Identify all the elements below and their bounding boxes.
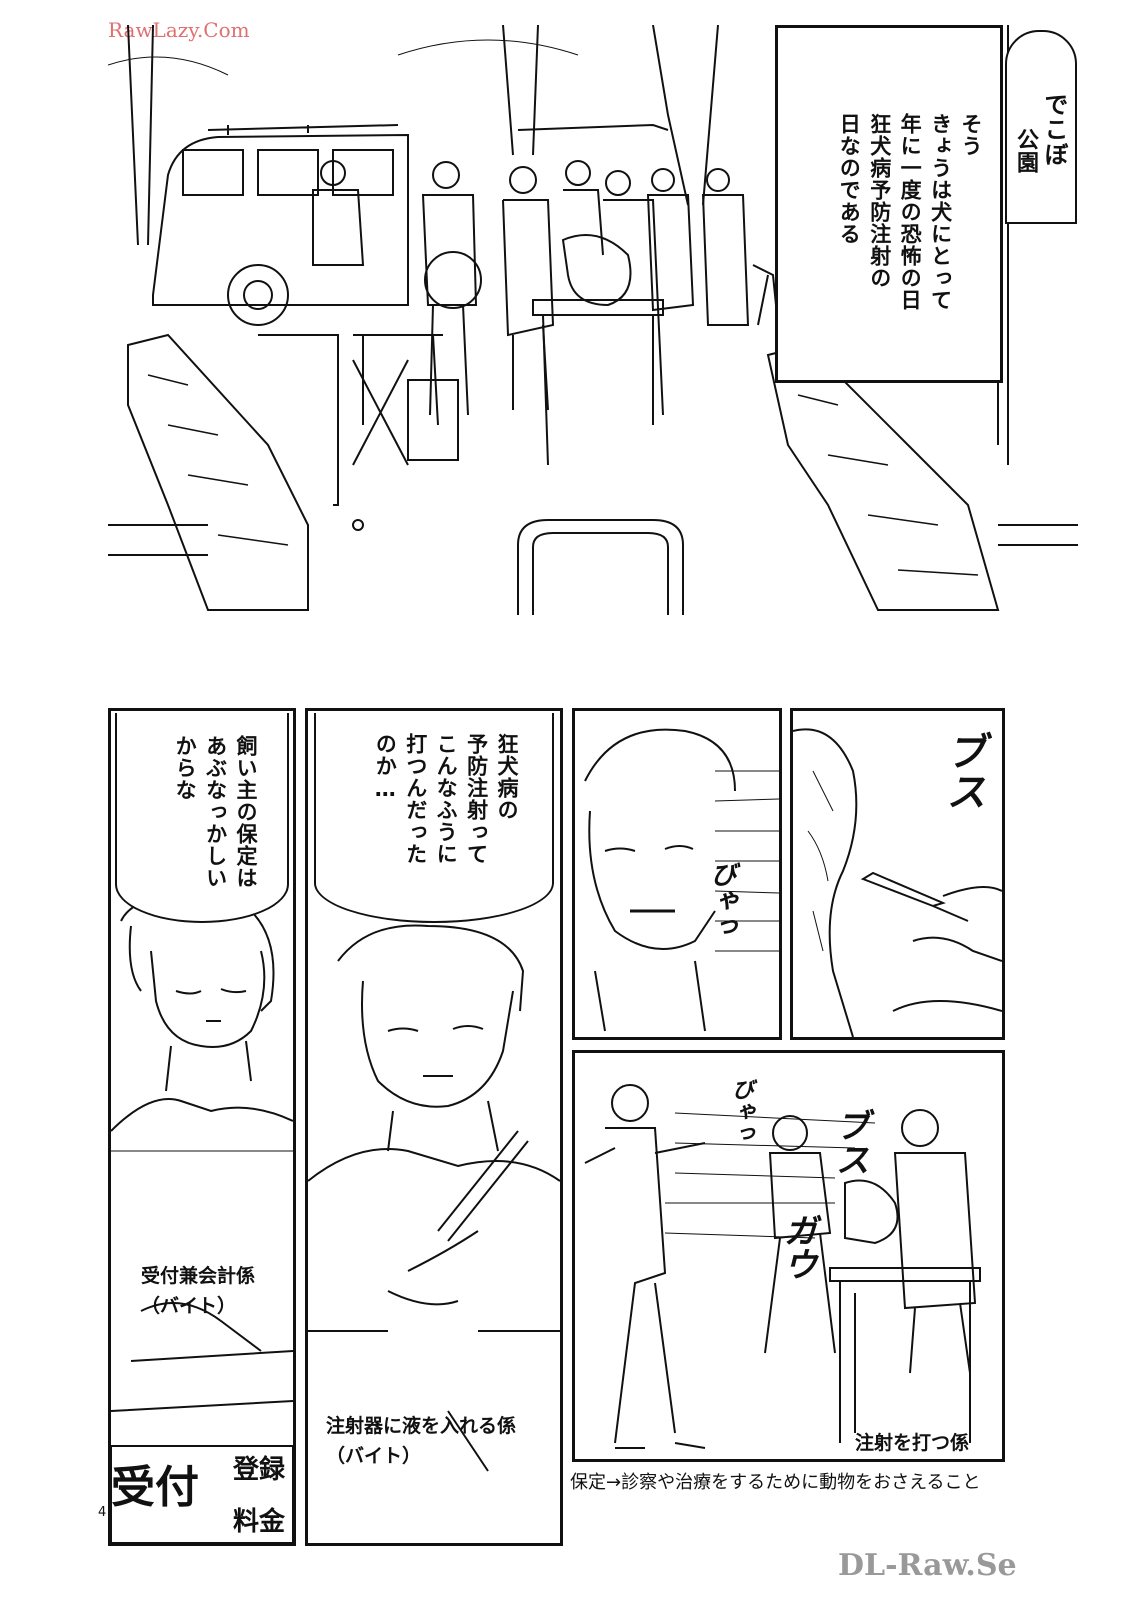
speech-bubble-b: 狂犬病の 予防注射って こんなふうに 打つんだった のか…: [314, 713, 554, 923]
sfx-gau-e: ガウ: [777, 1213, 817, 1281]
panel-injection-closeup: ブス: [790, 708, 1005, 1040]
bubble-b-line-2: 予防注射って: [464, 733, 489, 865]
narration-line-2: きょうは犬にとって: [928, 113, 953, 311]
narration-line-5: 日なのである: [837, 113, 862, 245]
role-label-injector: 注射を打つ係: [855, 1432, 970, 1454]
park-sign: でこぼ 公園: [1005, 30, 1077, 224]
park-sign-text-2: 公園: [1013, 128, 1038, 174]
role-label-syringe-line-2: （バイト）: [326, 1445, 422, 1467]
syringe-filler-art: [308, 924, 560, 1472]
bubble-b-line-4: 打つんだった: [403, 733, 428, 865]
role-label-syringe: 注射器に液を入れる係 （バイト）: [326, 1411, 516, 1471]
page-number: 4: [98, 1505, 107, 1520]
bubble-b-line-5: のか…: [373, 733, 398, 802]
desk-sign-fee: 料金: [233, 1507, 286, 1537]
bubble-a-line-1: 飼い主の保定は: [234, 735, 258, 889]
speech-bubble-a: 飼い主の保定は あぶなっかしい からな: [115, 713, 289, 923]
bubble-b-line-1: 狂犬病の: [495, 733, 519, 821]
role-label-reception: 受付兼会計係 （バイト）: [141, 1261, 255, 1321]
park-sign-text-1: でこぼ: [1040, 92, 1068, 167]
narration-line-4: 狂犬病予防注射の: [867, 113, 892, 289]
sfx-busu-d: ブス: [939, 731, 986, 811]
narration-box: そう きょうは犬にとって 年に一度の恐怖の日 狂犬病予防注射の 日なのである: [775, 25, 1003, 383]
bubble-b-line-3: こんなふうに: [434, 733, 459, 865]
role-label-reception-line-1: 受付兼会計係: [141, 1265, 256, 1287]
panel-syringe-filler: 狂犬病の 予防注射って こんなふうに 打つんだった のか… 注射器に液を入れる係…: [305, 708, 563, 1546]
role-label-reception-line-2: （バイト）: [141, 1295, 237, 1317]
bubble-a-line-2: あぶなっかしい: [203, 735, 228, 889]
narration-line-1: そう: [959, 113, 983, 157]
desk-sign-registration: 登録: [233, 1455, 286, 1485]
panel-receptionist: 飼い主の保定は あぶなっかしい からな 受付兼会計係 （バイト） 受付 登録 料…: [108, 708, 296, 1546]
footnote: 保定→診察や治療をするために動物をおさえること: [570, 1472, 981, 1493]
sfx-byatt-c: びゃっ: [706, 861, 736, 939]
panel-injection-scene: びゃっ ブス ガウ 注射を打つ係: [572, 1050, 1005, 1462]
bubble-a-line-3: からな: [173, 735, 198, 801]
watermark-bottom: DL-Raw.Se: [838, 1548, 1017, 1583]
sfx-busu-e: ブス: [829, 1108, 869, 1176]
man-closeup-art: [584, 728, 779, 1032]
panel-man-closeup: びゃっ: [572, 708, 782, 1040]
receptionist-art: [111, 893, 293, 1543]
watermark-top: RawLazy.Com: [108, 18, 250, 42]
role-label-syringe-line-1: 注射器に液を入れる係: [326, 1415, 517, 1437]
narration-line-3: 年に一度の恐怖の日: [898, 113, 923, 311]
sfx-byatt-e: びゃっ: [728, 1078, 754, 1144]
injection-scene-art: [584, 1084, 981, 1449]
desk-sign-reception: 受付: [111, 1462, 199, 1513]
injection-closeup-art: [793, 728, 1002, 1037]
